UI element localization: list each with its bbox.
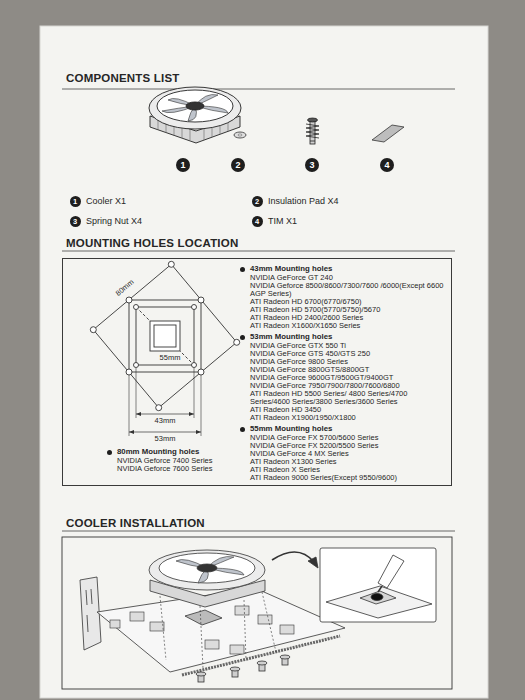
model-name: NVIDIA GeForce GT 240 <box>250 274 446 282</box>
list-number: 1 <box>70 196 81 207</box>
model-name: ATI Radeon X Series <box>250 466 446 474</box>
model-name: NVIDIA GeForce 7950/7900/7800/7600/6800 <box>250 382 446 390</box>
bullet-dot <box>240 427 245 432</box>
model-name: ATI Radeon X1900/1950/X1800 <box>250 414 446 422</box>
model-name: ATI Radeon HD 2400/2600 Series <box>250 314 446 322</box>
callout-number: 3 <box>305 158 319 172</box>
model-name: NVIDIA GeForce 9600GT/9500GT/9400GT <box>250 374 446 382</box>
bullet-dot <box>240 335 245 340</box>
model-name: ATI Radeon HD 3450 <box>250 406 446 414</box>
list-number: 3 <box>70 216 81 227</box>
model-name: NVIDIA Geforce 8500/8600/7300/7600 /6000… <box>250 282 446 298</box>
bullet-dot <box>240 267 245 272</box>
model-list-column: 43mm Mounting holesNVIDIA GeForce GT 240… <box>250 265 446 482</box>
model-name: ATI Radeon X1600/X1650 Series <box>250 322 446 330</box>
model-name: ATI Radeon X1300 Series <box>250 458 446 466</box>
section-heading: MOUNTING HOLES LOCATION <box>66 237 238 250</box>
model-name: NVIDIA GeForce 8800GTS/8800GT <box>250 366 446 374</box>
model-name: NVIDIA Geforce 7400 Series <box>117 457 237 465</box>
model-name: NVIDIA GeForce FX 5700/5600 Series <box>250 434 446 442</box>
section-heading: COOLER INSTALLATION <box>66 517 205 530</box>
dimension-label: 53mm <box>155 435 176 443</box>
group-heading: 55mm Mounting holes <box>250 425 446 434</box>
model-name: ATI Radeon 9000 Series(Except 9550/9600) <box>250 474 446 482</box>
model-name: NVIDIA GeForce 4 MX Series <box>250 450 446 458</box>
model-name: ATI Radeon HD 6700(6770/6750) <box>250 298 446 306</box>
model-name: ATI Radeon HD 5700(5770/5750)/5670 <box>250 306 446 314</box>
section-heading: COMPONENTS LIST <box>66 72 180 85</box>
model-list-column: 80mm Mounting holesNVIDIA Geforce 7400 S… <box>117 448 237 473</box>
list-number: 4 <box>252 216 263 227</box>
model-name: NVIDIA GeForce GTX 550 Ti <box>250 342 446 350</box>
list-number: 2 <box>252 196 263 207</box>
callout-number: 1 <box>176 158 190 172</box>
dimension-label: 80mm <box>114 278 135 298</box>
part-name: Insulation Pad X4 <box>268 196 339 206</box>
model-name: ATI Radeon HD 5500 Series/ 4800 Series/4… <box>250 390 446 406</box>
model-name: NVIDIA Geforce 7600 Series <box>117 465 237 473</box>
part-name: Cooler X1 <box>86 196 126 206</box>
part-name: Spring Nut X4 <box>86 216 142 226</box>
model-name: NVIDIA GeForce FX 5200/5500 Series <box>250 442 446 450</box>
model-name: NVIDIA GeForce GTS 450/GTS 250 <box>250 350 446 358</box>
dimension-label: 43mm <box>155 417 176 425</box>
bullet-dot <box>107 450 112 455</box>
dimension-label: 55mm <box>159 354 182 362</box>
group-heading: 43mm Mounting holes <box>250 265 446 274</box>
group-heading: 80mm Mounting holes <box>117 448 237 457</box>
model-name: NVIDIA GeForce 9800 Series <box>250 358 446 366</box>
group-heading: 53mm Mounting holes <box>250 333 446 342</box>
part-name: TIM X1 <box>268 216 297 226</box>
mounting-holes-panel: 80mm55mm43mm53mm43mm Mounting holesNVIDI… <box>62 258 452 486</box>
callout-number: 4 <box>380 158 394 172</box>
callout-number: 2 <box>231 158 245 172</box>
